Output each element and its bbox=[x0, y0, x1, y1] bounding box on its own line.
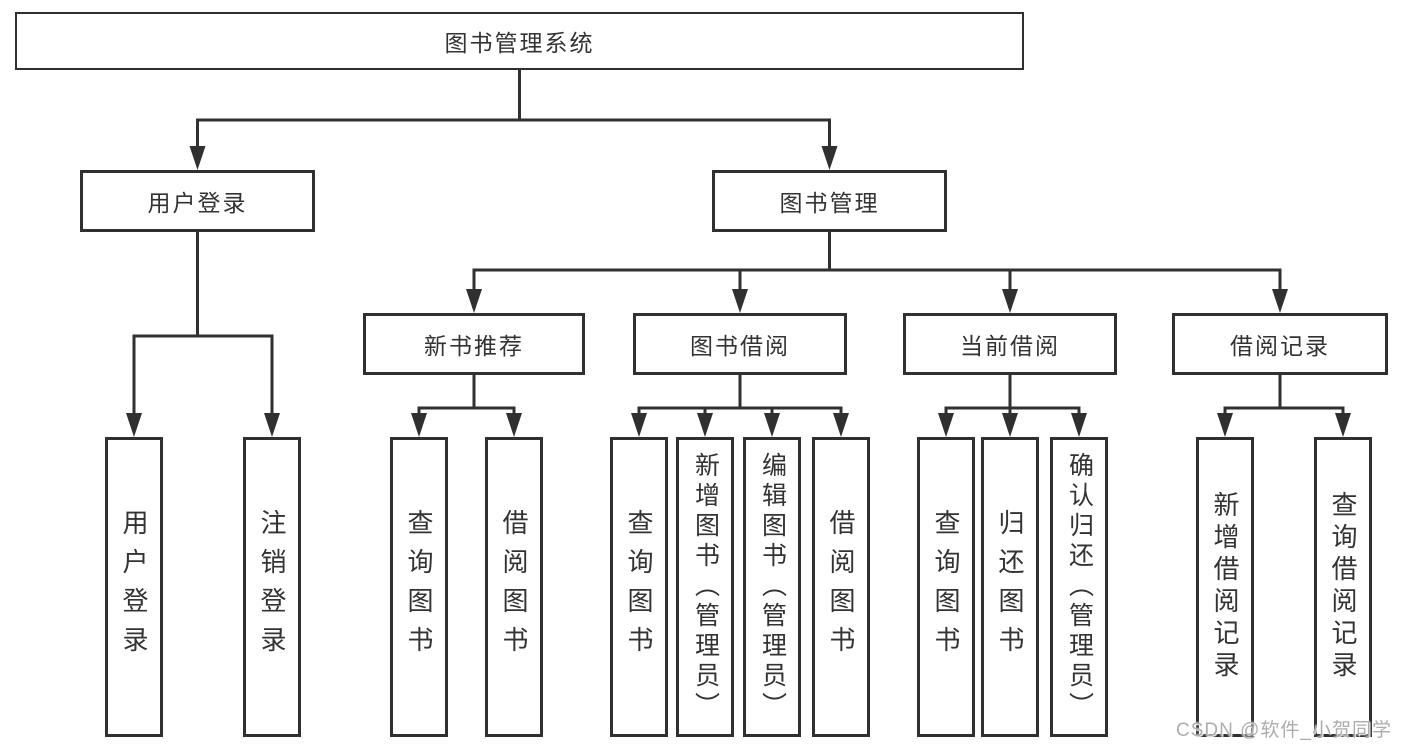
node-book-borrow: 图书借阅 bbox=[633, 313, 847, 375]
arrowhead bbox=[411, 413, 427, 437]
arrowhead bbox=[821, 146, 838, 170]
arrowhead bbox=[697, 413, 713, 437]
node-current-borrow-label: 当前借阅 bbox=[960, 333, 1060, 359]
node-current-borrow: 当前借阅 bbox=[903, 313, 1117, 375]
leaf-borrow-books-label: 借阅图书 bbox=[826, 509, 856, 665]
leaf-query-books-current-label: 查询图书 bbox=[931, 509, 961, 665]
leaf-logout-label: 注销登录 bbox=[257, 509, 287, 665]
leaf-add-book-admin: 新增图书（管理员） bbox=[676, 437, 734, 737]
edge-borrow-records-to-children bbox=[1217, 373, 1351, 437]
arrowhead bbox=[1002, 413, 1018, 437]
leaf-add-borrow-record-label: 新增借阅记录 bbox=[1210, 491, 1240, 683]
node-borrow-records: 借阅记录 bbox=[1172, 313, 1388, 375]
leaf-borrow-books: 借阅图书 bbox=[812, 437, 870, 737]
arrowhead bbox=[833, 413, 849, 437]
edge-root-to-children bbox=[189, 68, 838, 170]
arrowhead bbox=[506, 413, 522, 437]
csdn-watermark: CSDN @软件_小贺同学 bbox=[1176, 720, 1392, 741]
arrowhead bbox=[264, 413, 280, 437]
node-borrow-records-label: 借阅记录 bbox=[1230, 333, 1330, 359]
arrowhead bbox=[732, 289, 748, 313]
arrowhead bbox=[189, 146, 206, 170]
node-book-management-label: 图书管理 bbox=[779, 190, 880, 216]
leaf-borrow-books-recommend: 借阅图书 bbox=[485, 437, 543, 737]
leaf-query-borrow-record-label: 查询借阅记录 bbox=[1328, 491, 1358, 683]
arrowhead bbox=[631, 413, 647, 437]
edge-new-book-to-children bbox=[411, 373, 522, 437]
leaf-logout: 注销登录 bbox=[243, 437, 301, 737]
leaf-query-books-current: 查询图书 bbox=[917, 437, 975, 737]
edge-user-login-to-children bbox=[126, 230, 280, 437]
node-new-book-recommend-label: 新书推荐 bbox=[424, 333, 524, 359]
leaf-query-books-borrow-label: 查询图书 bbox=[624, 509, 654, 665]
leaf-confirm-return-admin-label: 确认归还（管理员） bbox=[1065, 452, 1094, 722]
arrowhead bbox=[1335, 413, 1351, 437]
leaf-add-book-admin-label: 新增图书（管理员） bbox=[691, 452, 720, 722]
leaf-query-books-recommend: 查询图书 bbox=[390, 437, 448, 737]
node-new-book-recommend: 新书推荐 bbox=[363, 313, 585, 375]
leaf-return-books: 归还图书 bbox=[981, 437, 1039, 737]
leaf-borrow-books-recommend-label: 借阅图书 bbox=[499, 509, 529, 665]
leaf-edit-book-admin-label: 编辑图书（管理员） bbox=[758, 452, 787, 722]
leaf-edit-book-admin: 编辑图书（管理员） bbox=[743, 437, 801, 737]
leaf-query-books-borrow: 查询图书 bbox=[610, 437, 668, 737]
leaf-query-borrow-record: 查询借阅记录 bbox=[1314, 437, 1372, 737]
leaf-query-books-recommend-label: 查询图书 bbox=[404, 509, 434, 665]
leaf-add-borrow-record: 新增借阅记录 bbox=[1196, 437, 1254, 737]
arrowhead bbox=[1217, 413, 1233, 437]
edge-book-borrow-to-children bbox=[631, 373, 849, 437]
edge-book-management-to-children bbox=[466, 230, 1288, 313]
arrowhead bbox=[1002, 289, 1018, 313]
arrowhead bbox=[126, 413, 142, 437]
node-user-login-label: 用户登录 bbox=[147, 190, 248, 216]
leaf-user-login: 用户登录 bbox=[105, 437, 163, 737]
edge-current-borrow-to-children bbox=[938, 373, 1087, 437]
arrowhead bbox=[938, 413, 954, 437]
node-library-system-label: 图书管理系统 bbox=[444, 30, 595, 56]
arrowhead bbox=[764, 413, 780, 437]
arrowhead bbox=[466, 289, 482, 313]
node-book-management: 图书管理 bbox=[712, 170, 947, 232]
arrowhead bbox=[1272, 289, 1288, 313]
leaf-confirm-return-admin: 确认归还（管理员） bbox=[1050, 437, 1108, 737]
leaf-return-books-label: 归还图书 bbox=[995, 509, 1025, 665]
arrowhead bbox=[1071, 413, 1087, 437]
node-user-login: 用户登录 bbox=[80, 170, 315, 232]
node-library-system: 图书管理系统 bbox=[15, 12, 1024, 70]
leaf-user-login-label: 用户登录 bbox=[119, 509, 149, 665]
node-book-borrow-label: 图书借阅 bbox=[690, 333, 790, 359]
